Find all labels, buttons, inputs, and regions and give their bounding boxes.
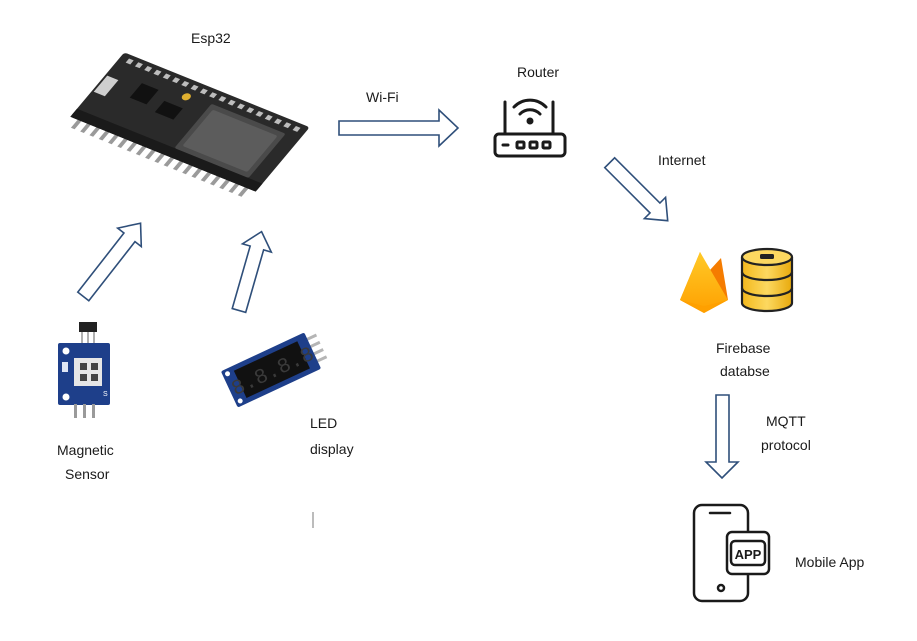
wifi-router-icon [493,98,567,158]
esp32-label: Esp32 [191,30,231,46]
database-icon [740,247,794,313]
wifi-arrow [338,108,460,148]
internet-arrow [603,156,669,222]
app-badge-text: APP [735,547,762,562]
sensor-pin-label: S [103,391,108,398]
mqtt-arrow [704,394,740,480]
magnetic-sensor-label-line2: Sensor [65,466,110,482]
magnetic-sensor-arrow [76,222,143,302]
firebase-label-line1: Firebase [716,340,771,356]
led-display-arrow [231,230,273,314]
led-display-label-line1: LED [310,415,338,431]
mqtt-label-line1: MQTT [766,413,806,429]
magnetic-sensor-label-line1: Magnetic [57,442,114,458]
led-display-label-line2: display [310,441,354,457]
internet-label: Internet [658,152,706,168]
led-display-icon: 8.8.8.8 [221,333,328,407]
router-label: Router [517,64,560,80]
esp32-board-icon [70,53,309,197]
mobile-app-label: Mobile App [795,554,865,570]
firebase-flame-icon [680,252,728,313]
wifi-label: Wi-Fi [366,89,399,105]
mobile-app-icon: APP [692,503,771,603]
firebase-label-line2: databse [720,363,770,379]
mqtt-label-line2: protocol [761,437,811,453]
magnetic-sensor-icon: S [58,322,110,418]
